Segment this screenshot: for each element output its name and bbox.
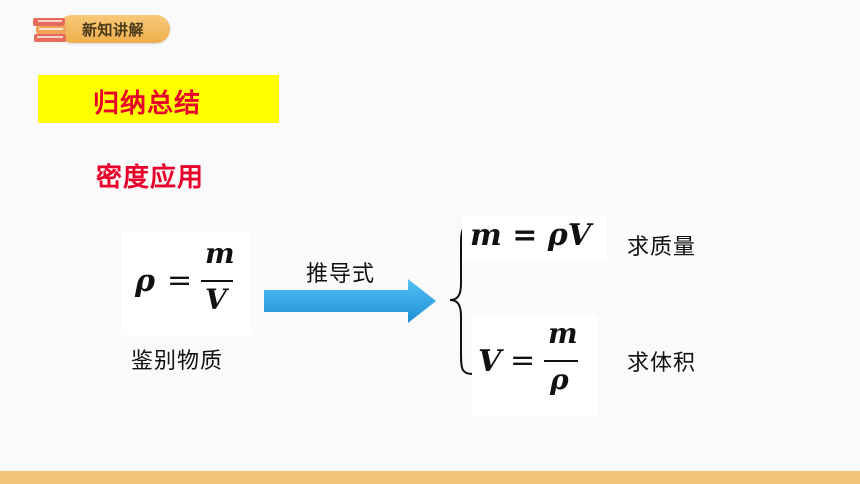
volume-lhs: V	[478, 344, 502, 379]
find-volume-label: 求体积	[627, 351, 697, 376]
bottom-bar	[0, 471, 860, 484]
density-formula: ρ = m V	[121, 231, 251, 335]
density-numerator: m	[205, 237, 235, 270]
density-equals: =	[167, 263, 193, 298]
badge-pill	[58, 15, 170, 43]
density-lhs: ρ	[135, 264, 155, 299]
identify-label: 鉴别物质	[131, 349, 224, 374]
find-mass-label: 求质量	[627, 235, 697, 260]
volume-formula: V = m ρ	[472, 315, 597, 416]
volume-denominator: ρ	[550, 363, 569, 396]
books-icon	[33, 18, 66, 42]
arrow-right-icon	[264, 279, 436, 323]
density-fraction-bar	[201, 280, 233, 282]
summary-heading: 归纳总结	[38, 75, 279, 123]
volume-numerator: m	[548, 317, 578, 350]
mass-formula-text: m = ρV	[470, 218, 591, 253]
mass-formula: m = ρV	[462, 216, 607, 261]
curly-brace	[449, 223, 474, 375]
derive-label: 推导式	[306, 262, 376, 287]
summary-title: 归纳总结	[93, 89, 202, 119]
density-denominator: V	[205, 283, 227, 316]
section-subtitle: 密度应用	[96, 163, 205, 193]
volume-equals: =	[510, 343, 536, 378]
section-badge: 新知讲解	[30, 12, 172, 46]
volume-fraction-bar	[544, 360, 578, 362]
badge-label: 新知讲解	[82, 21, 145, 39]
